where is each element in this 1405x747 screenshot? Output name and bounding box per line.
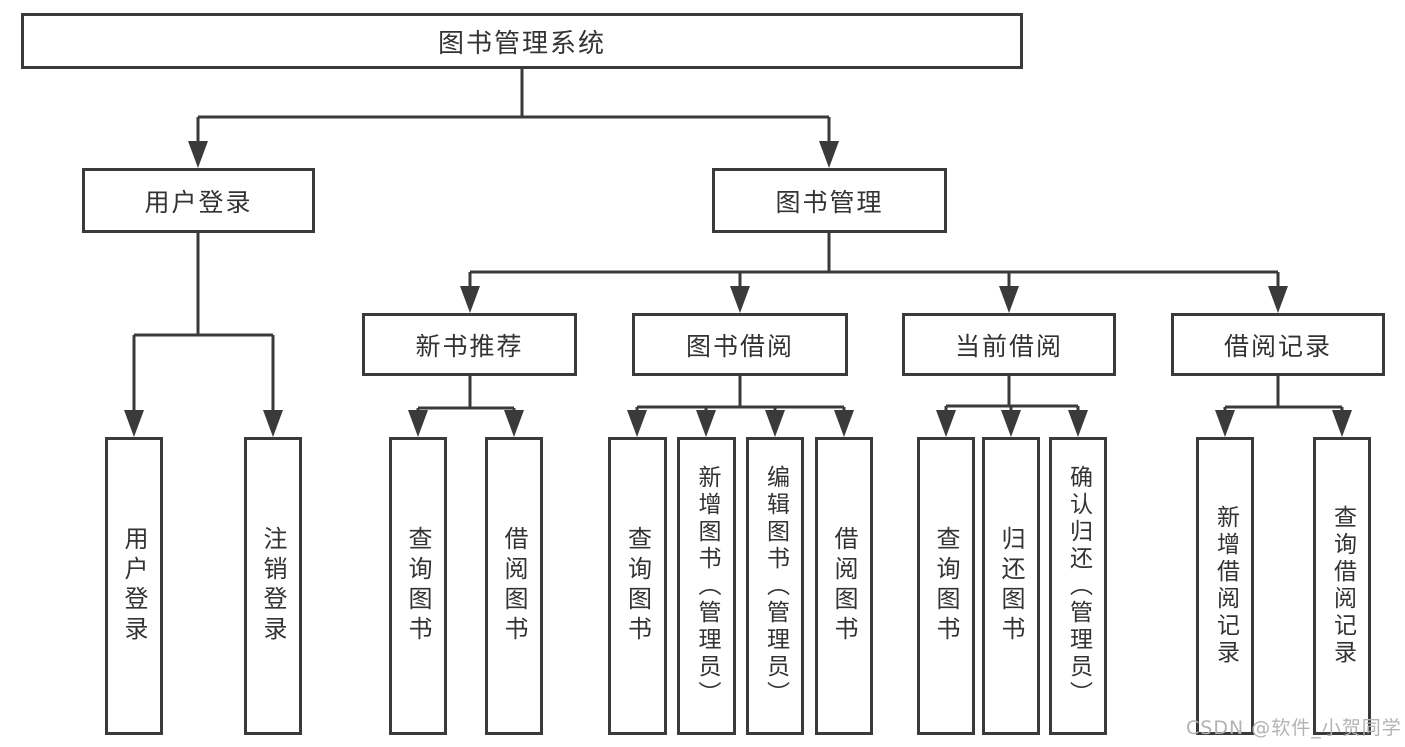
leaf-query-books-borrow: 查询图书 (608, 437, 667, 735)
leaf-borrow-books: 借阅图书 (815, 437, 873, 735)
leaf-return-book: 归还图书 (982, 437, 1040, 735)
arrowheads (124, 141, 1352, 437)
node-borrowing-records: 借阅记录 (1171, 313, 1385, 376)
node-library-management-system: 图书管理系统 (21, 13, 1023, 69)
leaf-query-books-current: 查询图书 (917, 437, 975, 735)
node-user-login: 用户登录 (82, 168, 315, 233)
leaf-add-book-admin: 新增图书（管理员） (677, 437, 736, 735)
leaf-query-books-recommend: 查询图书 (389, 437, 447, 735)
node-book-borrowing: 图书借阅 (632, 313, 848, 376)
leaf-confirm-return-admin: 确认归还（管理员） (1049, 437, 1107, 735)
leaf-logout: 注销登录 (244, 437, 302, 735)
csdn-watermark: CSDN @软件_小贺同学 (1186, 717, 1402, 739)
node-book-management: 图书管理 (712, 168, 947, 233)
node-new-book-recommendation: 新书推荐 (362, 313, 577, 376)
leaf-edit-book-admin: 编辑图书（管理员） (746, 437, 804, 735)
leaf-query-borrow-record: 查询借阅记录 (1313, 437, 1371, 735)
leaf-borrow-books-recommend: 借阅图书 (485, 437, 543, 735)
leaf-user-login: 用户登录 (105, 437, 163, 735)
node-current-borrowing: 当前借阅 (902, 313, 1116, 376)
leaf-add-borrow-record: 新增借阅记录 (1196, 437, 1254, 735)
